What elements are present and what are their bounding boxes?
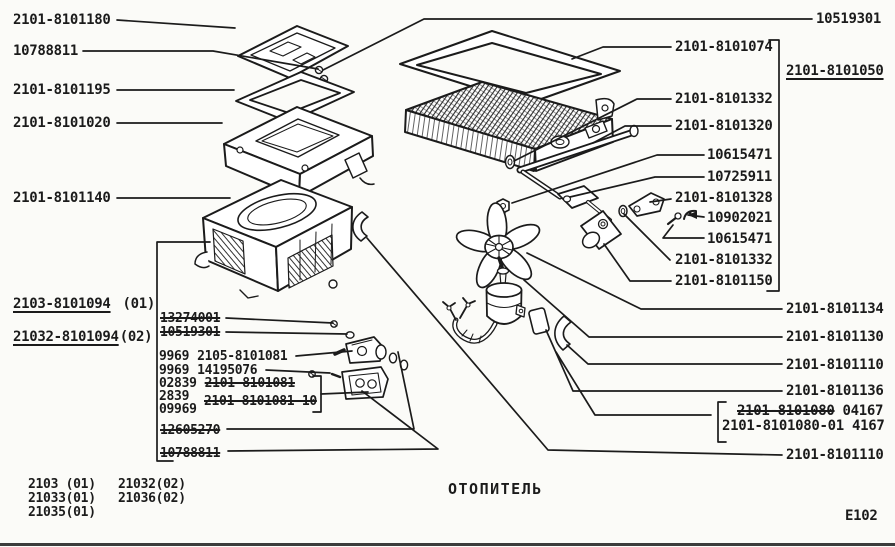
superseded-number: 13274001 <box>160 311 221 326</box>
heater-tap-drawing <box>308 320 409 400</box>
supplier-code: 09969 <box>159 402 197 417</box>
page-bottom-rule <box>0 543 895 546</box>
part-number-label: 10725911 <box>707 169 773 185</box>
applicability-row: 2103 (01) 21032(02) <box>28 478 186 492</box>
applicability-row: 21033(01) 21036(02) <box>28 492 186 506</box>
part-number-label: 2101-8101074 <box>675 39 773 55</box>
part-number-label: 10902021 <box>707 210 773 226</box>
model-code: 21033(01) <box>28 491 96 506</box>
supersession-row: 09969 <box>159 403 197 417</box>
radiator-core-drawing <box>404 81 615 172</box>
part-number-label: 2101-8101180 <box>13 12 111 28</box>
supersession-row: 2839 <box>159 390 189 404</box>
variant-part-number: 2103-8101094 <box>13 296 111 312</box>
part-number-label: 2101-8101140 <box>13 190 111 206</box>
part-number-label: 10615471 <box>707 147 773 163</box>
superseded-part-label: 2101-8101080 04167 <box>737 403 884 419</box>
gasket-drawing <box>235 71 355 123</box>
part-number-label: 10519301 <box>816 11 882 27</box>
supplier-code: 9969 <box>159 349 190 364</box>
supplier-code: 02839 <box>159 376 197 391</box>
assembly-number-label: 2101-8101050 <box>786 63 884 79</box>
cushion-clip-right-drawing <box>554 315 572 351</box>
part-number-label: 10788811 <box>13 43 79 59</box>
model-code: 21036(02) <box>118 491 186 506</box>
motor-drawing <box>485 256 526 325</box>
part-number-label: 2101-8101134 <box>786 301 884 317</box>
part-number: 14195076 <box>197 363 258 378</box>
part-number-label: 2101-8101320 <box>675 118 773 134</box>
part-number-label: 2101-8101150 <box>675 273 773 289</box>
supersession-row: 02839 2101-8101081 <box>159 377 295 391</box>
supersession-row: 9969 2105-8101081 <box>159 349 288 364</box>
part-number: 2101-8101080 <box>737 403 835 419</box>
cushion-pad-drawing <box>528 307 550 335</box>
page-code: E102 <box>845 508 878 524</box>
page-title: ОТОПИТЕЛЬ <box>448 480 543 498</box>
part-number: 2101-8101080-01 <box>722 418 844 434</box>
part-number-label: 2101-8101110 <box>786 357 884 373</box>
supplier-code: 4167 <box>851 418 885 434</box>
variant-part-label: 21032-8101094(02) <box>13 330 152 345</box>
part-number-label: 2101-8101332 <box>675 91 773 107</box>
upper-casing-drawing <box>223 106 375 198</box>
superseded-number: 10788811 <box>160 446 221 461</box>
applicability-row: 21035(01) <box>28 506 118 520</box>
variant-note: (01) <box>122 296 156 312</box>
supplier-code: 9969 <box>159 363 190 378</box>
variant-part-label: 2103-8101094 (01) <box>13 297 155 312</box>
cushion-clip-left-drawing <box>352 211 369 242</box>
model-code: 21035(01) <box>28 505 96 520</box>
part-number: 2101-8101081 <box>204 376 296 391</box>
fan-drawing <box>455 202 541 289</box>
supplier-code: 04167 <box>842 403 884 419</box>
cover-plate-drawing <box>237 25 349 79</box>
superseded-number: 12605270 <box>160 423 221 438</box>
part-number: 2105-8101081 <box>197 349 288 364</box>
superseded-number: 2101-8101081-10 <box>204 394 317 409</box>
part-number-label: 2101-8101328 <box>675 190 773 206</box>
part-number-label: 2101-8101332 <box>675 252 773 268</box>
part-number-label: 2101-8101195 <box>13 82 111 98</box>
part-number-label: 2101-8101130 <box>786 329 884 345</box>
superseded-number: 10519301 <box>160 325 221 340</box>
replacement-part-label: 2101-8101080-01 4167 <box>722 418 885 434</box>
leader-lines <box>82 18 813 462</box>
part-number-label: 2101-8101110 <box>786 447 884 463</box>
part-number-label: 2101-8101136 <box>786 383 884 399</box>
model-code: 2103 (01) <box>28 477 96 492</box>
lower-casing-drawing <box>194 179 353 299</box>
model-code: 21032(02) <box>118 477 186 492</box>
wiring-harness-drawing <box>442 297 498 344</box>
supplier-code: 2839 <box>159 389 190 404</box>
variant-part-number: 21032-8101094 <box>13 329 119 345</box>
supersession-row: 9969 14195076 <box>159 363 258 378</box>
variant-note: (02) <box>119 329 153 345</box>
part-number-label: 2101-8101020 <box>13 115 111 131</box>
part-number-label: 10615471 <box>707 231 773 247</box>
